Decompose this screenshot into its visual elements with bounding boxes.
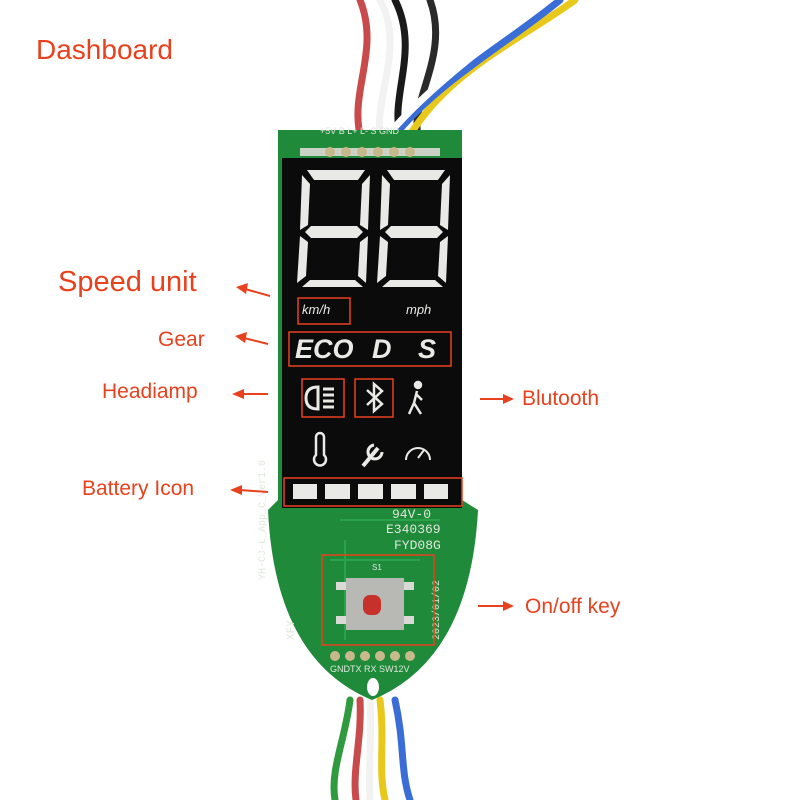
pcb-rating: 94V-0 (392, 507, 432, 522)
pcb-top-pins: +5V B L+ L- S GND (320, 126, 400, 136)
wrench-icon (361, 443, 384, 468)
speedometer-icon (405, 447, 431, 461)
label-onoff-key: On/off key (525, 595, 621, 618)
label-battery-icon: Battery Icon (82, 477, 195, 500)
pcb-cert: E340369 (386, 522, 441, 537)
label-headlamp: Headiamp (102, 380, 198, 403)
battery-bars (293, 484, 448, 499)
unit-kmh: km/h (302, 302, 331, 317)
page-title: Dashboard (36, 34, 173, 65)
thermometer-icon (312, 431, 328, 467)
pcb-code: FYD08G (394, 538, 441, 553)
power-button[interactable] (363, 595, 381, 615)
pedestrian-icon (407, 380, 423, 415)
pcb-bottom-pins: GNDTX RX SW12V (330, 664, 410, 674)
gear-s: S (418, 334, 437, 364)
speed-digits (297, 170, 450, 287)
gear-d: D (372, 334, 392, 364)
gear-eco: ECO (295, 334, 354, 364)
label-speed-unit: Speed unit (58, 266, 197, 298)
headlamp-icon (304, 385, 334, 411)
unit-mph: mph (406, 302, 432, 317)
label-gear: Gear (158, 328, 205, 351)
bluetooth-icon (366, 381, 384, 414)
switch-label: S1 (372, 563, 382, 572)
label-bluetooth: Blutooth (522, 387, 600, 410)
